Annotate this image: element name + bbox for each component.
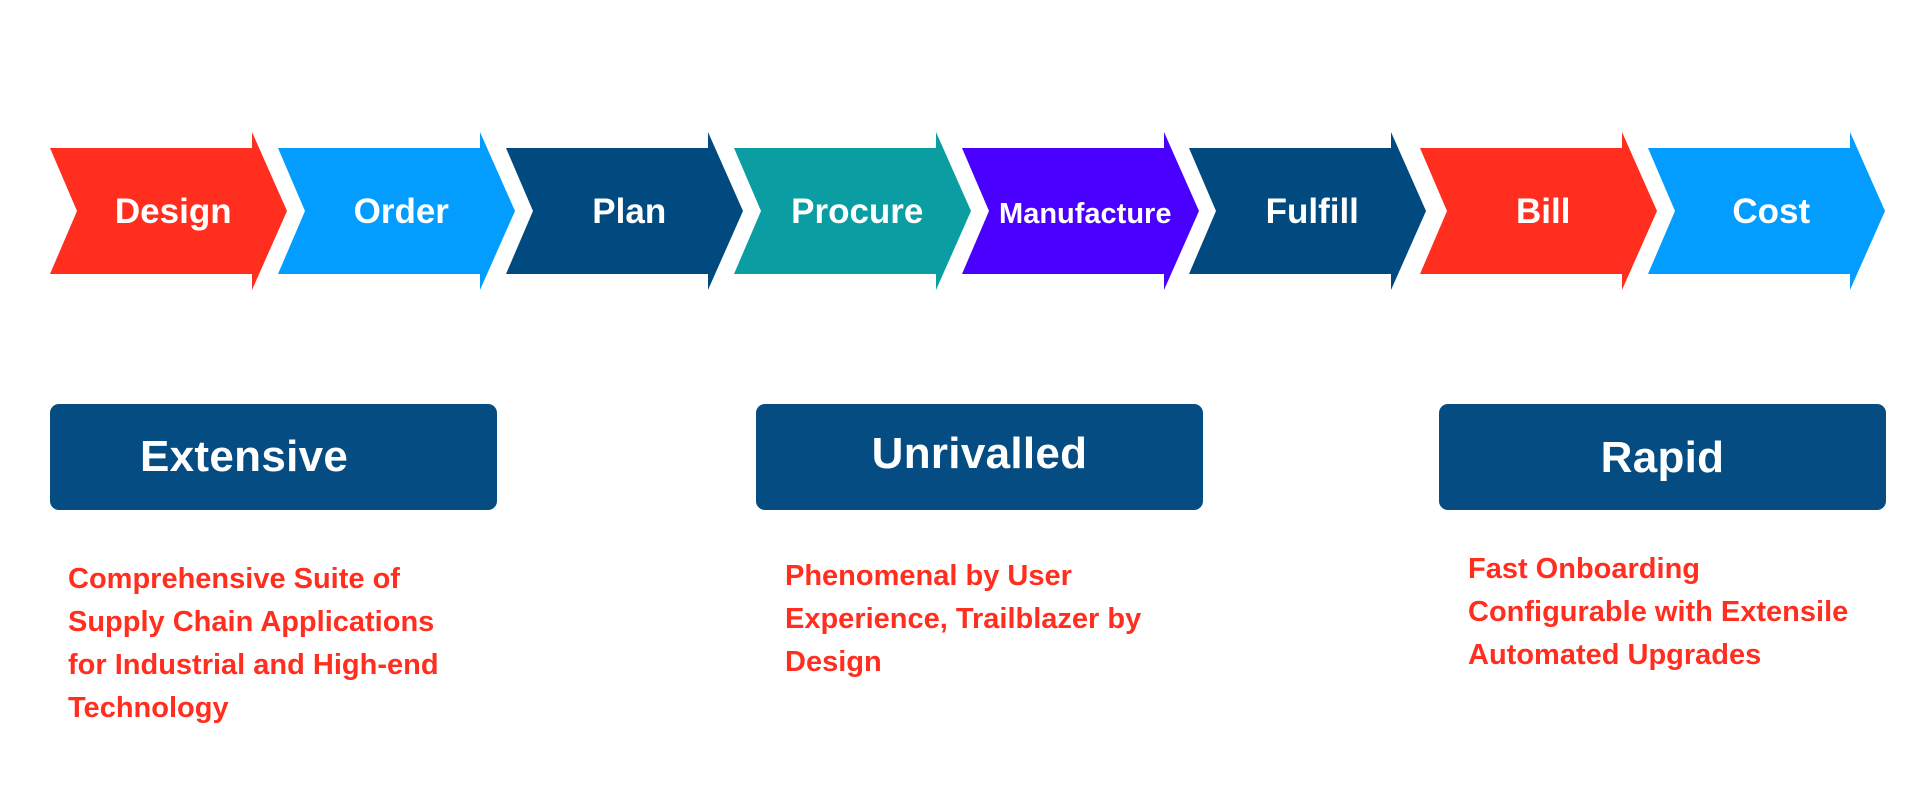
pillar-description-rapid: Fast Onboarding Configurable with Extens… — [1468, 548, 1848, 677]
process-step-label: Procure — [791, 192, 923, 231]
chevron-arrow-shape — [1189, 132, 1426, 290]
process-step-fulfill: Fulfill — [1189, 132, 1426, 290]
pillar-box-unrivalled: Unrivalled — [756, 404, 1203, 510]
process-step-label: Cost — [1732, 192, 1810, 231]
process-step-order: Order — [278, 132, 515, 290]
chevron-arrow-shape — [962, 132, 1199, 290]
chevron-arrow-shape — [278, 132, 515, 290]
description-line: Comprehensive Suite of — [68, 563, 400, 595]
description-line: Design — [785, 646, 882, 678]
chevron-arrow-shape — [506, 132, 743, 290]
chevron-arrow-shape — [1420, 132, 1657, 290]
chevron-arrow-shape — [1648, 132, 1885, 290]
description-line: Technology — [68, 692, 229, 724]
description-line: Experience, Trailblazer by — [785, 603, 1142, 635]
chevron-arrow-shape — [50, 132, 287, 290]
process-step-label: Design — [115, 192, 232, 231]
process-step-label: Manufacture — [999, 198, 1171, 230]
description-line: Configurable with Extensile — [1468, 596, 1849, 628]
process-step-procure: Procure — [734, 132, 971, 290]
process-flow: Design Order Plan Procure Manufacture Fulfill… — [50, 132, 1885, 290]
chevron-arrow-shape — [734, 132, 971, 290]
pillar-title: Rapid — [1600, 433, 1725, 482]
pillar-box-rapid: Rapid — [1439, 404, 1886, 510]
description-line: Automated Upgrades — [1468, 639, 1762, 671]
description-line: Fast Onboarding — [1468, 553, 1700, 585]
process-step-label: Bill — [1516, 192, 1570, 231]
process-step-cost: Cost — [1648, 132, 1885, 290]
pillar-description-extensive: Comprehensive Suite of Supply Chain Appl… — [68, 558, 439, 730]
pillar-title: Unrivalled — [871, 429, 1088, 478]
process-step-design: Design — [50, 132, 287, 290]
pillar-box-extensive: Extensive — [50, 404, 497, 510]
description-line: Phenomenal by User — [785, 560, 1072, 592]
process-step-label: Fulfill — [1266, 192, 1359, 231]
description-line: for Industrial and High-end — [68, 649, 439, 681]
pillar-title: Extensive — [140, 432, 349, 481]
process-step-bill: Bill — [1420, 132, 1657, 290]
pillar-description-unrivalled: Phenomenal by User Experience, Trailblaz… — [785, 555, 1141, 684]
process-step-manufacture: Manufacture — [962, 132, 1199, 290]
process-step-label: Plan — [592, 192, 666, 231]
process-step-label: Order — [354, 192, 450, 231]
description-line: Supply Chain Applications — [68, 606, 435, 638]
process-step-plan: Plan — [506, 132, 743, 290]
